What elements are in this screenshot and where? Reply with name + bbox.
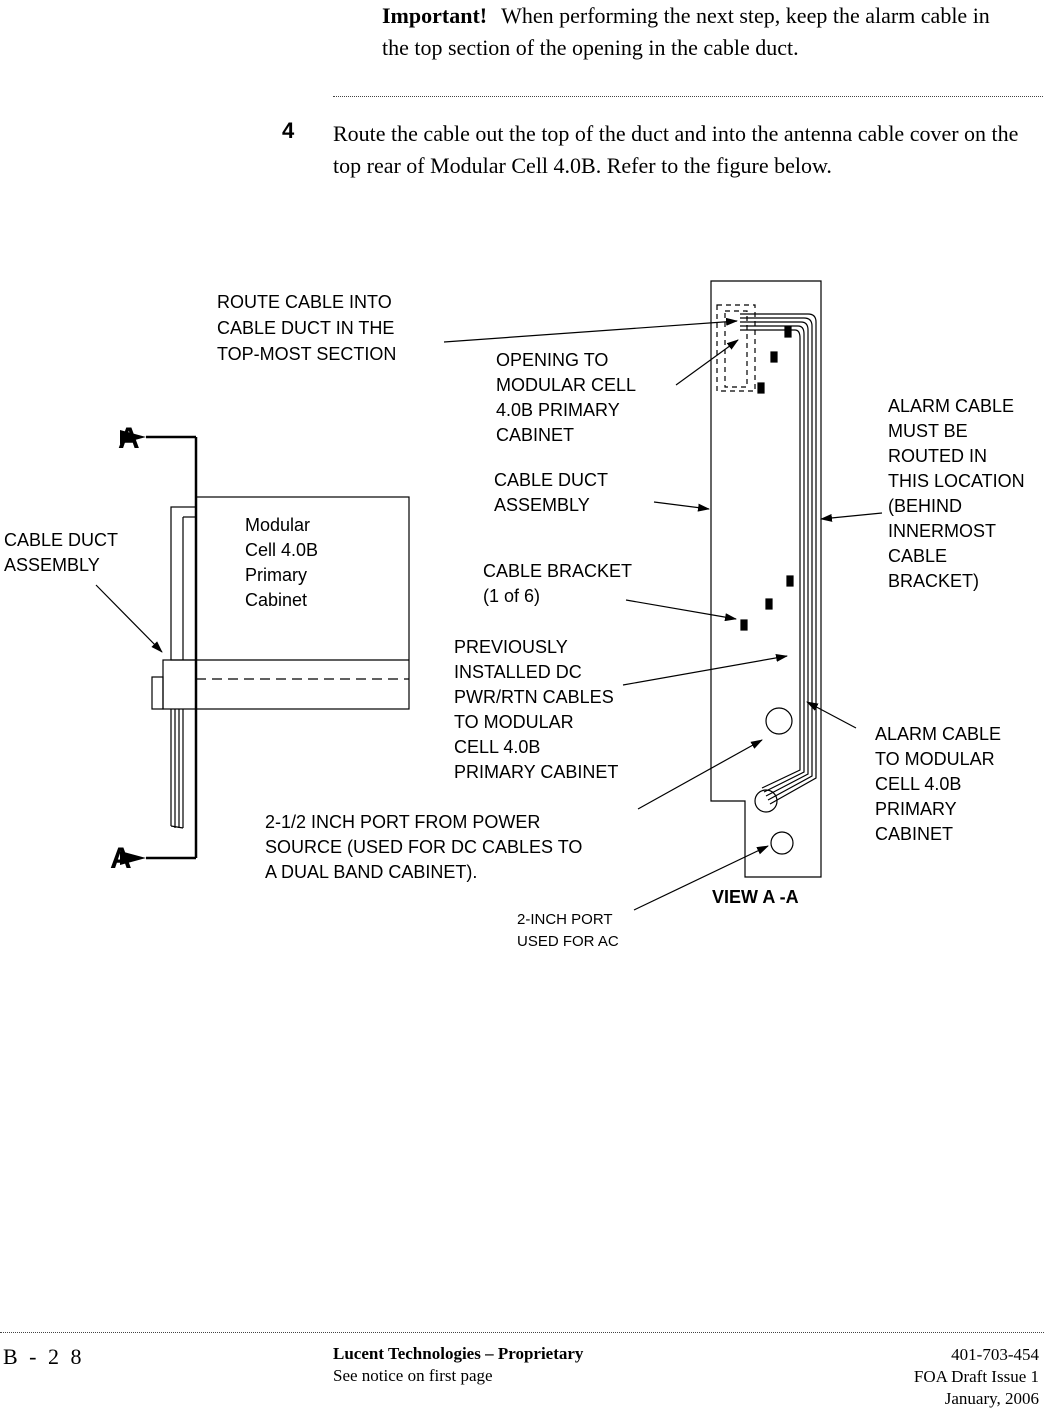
opening-label: OPENING TO MODULAR CELL 4.0B PRIMARY CAB… [496, 350, 640, 445]
page-number: B - 2 8 [3, 1344, 85, 1369]
duct-base [162, 659, 197, 710]
view-label: VIEW A -A [712, 887, 799, 907]
alarm-location-label: ALARM CABLE MUST BE ROUTED IN THIS LOCAT… [888, 396, 1030, 591]
step-number: 4 [282, 118, 295, 143]
power-port [765, 707, 793, 735]
route-cable-label: ROUTE CABLE INTO CABLE DUCT IN THE TOP-M… [217, 292, 399, 364]
cable-duct-left-label: CABLE DUCT ASSEMBLY [4, 530, 123, 575]
section-marker-bottom: A [110, 842, 132, 875]
cable-bracket-label: CABLE BRACKET (1 of 6) [483, 561, 637, 606]
footer-rule [0, 1332, 1044, 1333]
port-ac-label: 2-INCH PORT USED FOR AC [517, 911, 619, 950]
footer-doc-info: 401-703-454 FOA Draft Issue 1 January, 2… [914, 1344, 1039, 1410]
ac-port [770, 831, 794, 855]
cable-routing-figure: A A Modular Cell 4.0B Primary Cabinet CA… [4, 280, 1030, 950]
separator-rule [333, 96, 1043, 97]
footer-notice: See notice on first page [333, 1366, 493, 1385]
important-label: Important! [382, 3, 488, 28]
duct-panel-outline [710, 280, 822, 878]
important-note: Important!When performing the next step,… [382, 0, 1022, 64]
doc-number: 401-703-454 [951, 1345, 1039, 1364]
dc-cables-label: PREVIOUSLY INSTALLED DC PWR/RTN CABLES T… [454, 637, 619, 782]
view-a-a [710, 280, 822, 878]
cable-duct-right-label: CABLE DUCT ASSEMBLY [494, 470, 613, 515]
port-power-label: 2-1/2 INCH PORT FROM POWER SOURCE (USED … [265, 812, 587, 882]
leader-lines [443, 317, 883, 911]
side-view [95, 430, 410, 865]
important-text: When performing the next step, keep the … [382, 3, 990, 60]
step-text: Route the cable out the top of the duct … [333, 121, 1019, 178]
footer-company: Lucent Technologies – Proprietary [333, 1344, 584, 1363]
section-marker-top: A [118, 422, 140, 455]
duct-opening [716, 304, 756, 392]
doc-date: January, 2006 [944, 1389, 1039, 1408]
doc-issue: FOA Draft Issue 1 [913, 1367, 1039, 1386]
cable-bracket [740, 619, 748, 631]
cabinet-label: Modular Cell 4.0B Primary Cabinet [245, 515, 323, 610]
alarm-to-cabinet-label: ALARM CABLE TO MODULAR CELL 4.0B PRIMARY… [875, 724, 1006, 844]
